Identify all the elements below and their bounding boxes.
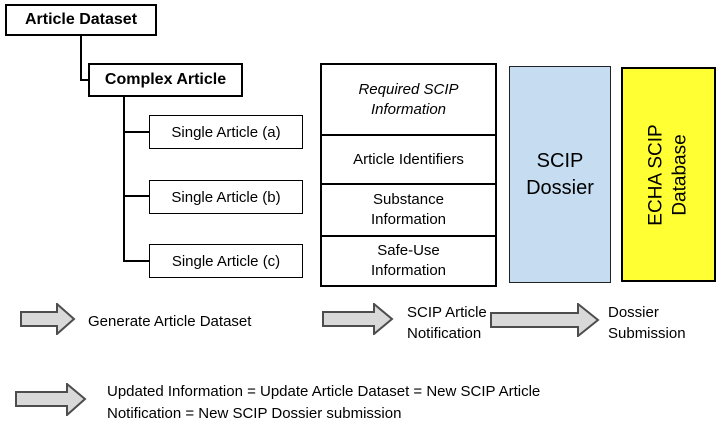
- required-info-table: Required SCIP Information Article Identi…: [320, 63, 497, 287]
- connector-dataset-horizontal: [80, 79, 89, 81]
- flow-arrow-icon: [322, 303, 394, 335]
- connector-stub-a: [123, 131, 149, 133]
- echa-scip-database-label: ECHA SCIP Database: [645, 124, 693, 225]
- echa-database-line1: ECHA SCIP: [645, 123, 667, 226]
- generate-article-dataset-label: Generate Article Dataset: [88, 313, 252, 330]
- update-note-text: Updated Information = Update Article Dat…: [107, 383, 541, 422]
- info-table-row-safe-use-information: Safe-Use Information: [322, 235, 495, 285]
- info-table-row-text: Substance Information: [370, 191, 447, 228]
- single-article-a-box: Single Article (a): [149, 115, 303, 149]
- flow-arrow-icon: [490, 303, 600, 337]
- info-table-row-text: Article Identifiers: [353, 150, 464, 168]
- connector-stub-b: [123, 195, 149, 197]
- info-table-row-substance-information: Substance Information: [322, 183, 495, 235]
- scip-article-notification-label: SCIP Article Notification: [407, 304, 487, 342]
- single-article-c-box: Single Article (c): [149, 244, 303, 278]
- info-table-row-text: Safe-Use Information: [370, 242, 447, 279]
- echa-database-line2: Database: [669, 133, 691, 216]
- scip-dossier-box: SCIP Dossier: [509, 66, 611, 283]
- connector-stub-c: [123, 260, 149, 262]
- echa-scip-database-box: ECHA SCIP Database: [621, 67, 716, 282]
- scip-dossier-label: SCIP Dossier: [526, 149, 594, 199]
- info-table-header-text: Required SCIP Information: [358, 80, 459, 118]
- info-table-header: Required SCIP Information: [322, 65, 495, 134]
- connector-trunk: [123, 97, 125, 262]
- info-table-row-article-identifiers: Article Identifiers: [322, 134, 495, 183]
- flow-arrow-icon: [15, 383, 87, 416]
- connector-dataset-vertical: [80, 36, 82, 81]
- dossier-submission-label: Dossier Submission: [608, 304, 686, 342]
- article-dataset-box: Article Dataset: [5, 4, 157, 36]
- complex-article-box: Complex Article: [88, 63, 243, 97]
- flow-arrow-icon: [20, 303, 76, 335]
- single-article-b-box: Single Article (b): [149, 180, 303, 214]
